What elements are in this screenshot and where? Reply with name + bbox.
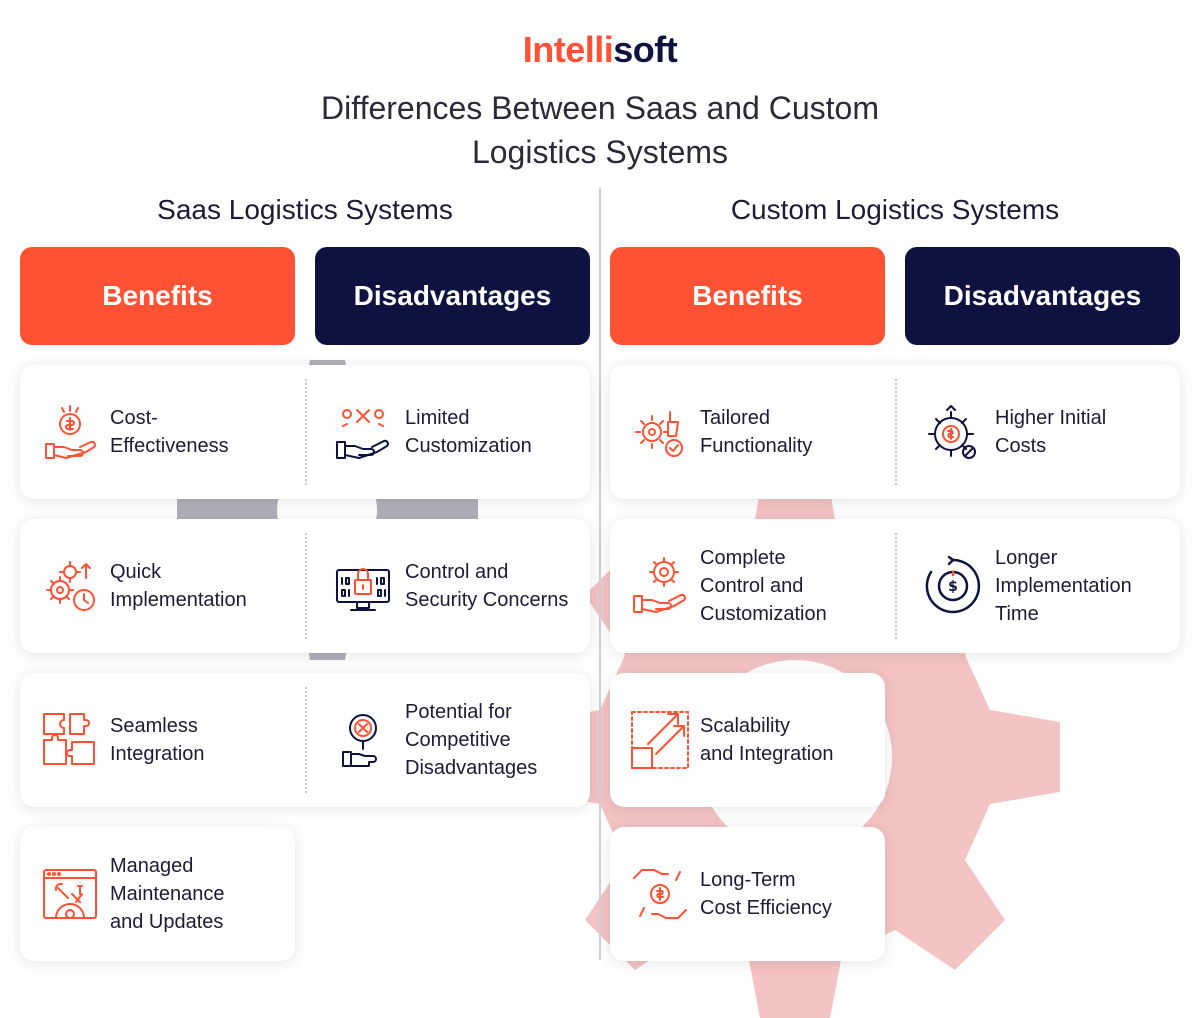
benefit-label: Scalability and Integration xyxy=(700,715,834,765)
saas-disadvantage-limited-customization: Limited Customization xyxy=(305,365,590,499)
row-divider xyxy=(895,379,897,485)
custom-benefit-scalability: Scalability and Integration xyxy=(610,673,895,807)
benefit-label: Cost- Effectiveness xyxy=(110,407,229,457)
page-title: Differences Between Saas and Custom Logi… xyxy=(321,90,879,170)
saas-benefit-quick-implementation: Quick Implementation xyxy=(20,519,305,653)
hand-gear-icon xyxy=(630,556,690,616)
benefit-label: Quick Implementation xyxy=(110,561,247,611)
disadvantage-label: Control and Security Concerns xyxy=(405,561,569,611)
scale-arrows-icon xyxy=(630,710,690,770)
puzzle-icon xyxy=(40,710,100,770)
logo-part-intelli: Intelli xyxy=(522,29,614,70)
custom-benefits-header: Benefits xyxy=(610,247,885,345)
saas-section-title: Saas Logistics Systems xyxy=(157,194,453,225)
benefit-label: Tailored Functionality xyxy=(700,407,813,457)
disadvantage-label: Higher Initial Costs xyxy=(995,407,1107,457)
custom-row-4: Long-Term Cost Efficiency xyxy=(610,827,885,961)
gears-clock-icon xyxy=(40,556,100,616)
saas-benefit-managed-maintenance: Managed Maintenance and Updates xyxy=(20,827,305,961)
custom-row-2: Complete Control and Customization $ Lon… xyxy=(610,519,1180,653)
saas-disadvantage-control-security: Control and Security Concerns xyxy=(305,519,590,653)
saas-disadvantages-header: Disadvantages xyxy=(315,247,590,345)
disadvantage-label: Longer Implementation Time xyxy=(995,547,1132,625)
custom-benefit-complete-control: Complete Control and Customization xyxy=(610,519,895,653)
benefit-label: Managed Maintenance and Updates xyxy=(110,855,225,933)
row-divider xyxy=(305,379,307,485)
saas-row-1: Cost- Effectiveness Limited Customizatio… xyxy=(20,365,590,499)
row-divider xyxy=(895,533,897,639)
intellisoft-logo: Intellisoft xyxy=(0,30,1200,70)
custom-benefit-tailored-functionality: Tailored Functionality xyxy=(610,365,895,499)
custom-benefit-long-term-cost: Long-Term Cost Efficiency xyxy=(610,827,895,961)
custom-disadvantages-header: Disadvantages xyxy=(905,247,1180,345)
center-divider xyxy=(599,188,601,960)
gear-thumb-icon xyxy=(630,402,690,462)
benefit-label: Long-Term Cost Efficiency xyxy=(700,869,832,919)
disadvantage-label: Potential for Competitive Disadvantages xyxy=(405,701,538,779)
benefit-label: Complete Control and Customization xyxy=(700,547,827,625)
hand-gear-cross-icon xyxy=(333,402,393,462)
disadvantage-label: Limited Customization xyxy=(405,407,532,457)
saas-row-4: Managed Maintenance and Updates xyxy=(20,827,295,961)
browser-tools-icon xyxy=(40,864,100,924)
custom-disadvantage-longer-time: $ Longer Implementation Time xyxy=(895,519,1180,653)
hands-coin-icon xyxy=(630,864,690,924)
saas-disadvantage-competitive: Potential for Competitive Disadvantages xyxy=(305,673,590,807)
row-divider xyxy=(305,533,307,639)
dollar-timer-icon: $ xyxy=(923,556,983,616)
saas-benefit-cost-effectiveness: Cost- Effectiveness xyxy=(20,365,305,499)
saas-row-2: Quick Implementation Control and Securit… xyxy=(20,519,590,653)
benefit-label: Seamless Integration xyxy=(110,715,205,765)
logo-part-soft: soft xyxy=(613,29,678,70)
custom-row-1: Tailored Functionality Higher Initial Co… xyxy=(610,365,1180,499)
saas-row-3: Seamless Integration Potential for Compe… xyxy=(20,673,590,807)
svg-text:$: $ xyxy=(948,579,958,595)
saas-benefit-seamless-integration: Seamless Integration xyxy=(20,673,305,807)
gear-dollar-up-icon xyxy=(923,402,983,462)
custom-row-3: Scalability and Integration xyxy=(610,673,885,807)
custom-disadvantage-higher-costs: Higher Initial Costs xyxy=(895,365,1180,499)
hand-coin-icon xyxy=(40,402,100,462)
custom-section-title: Custom Logistics Systems xyxy=(730,194,1060,225)
row-divider xyxy=(305,687,307,793)
monitor-lock-icon xyxy=(333,556,393,616)
magnifier-cross-icon xyxy=(333,710,393,770)
saas-benefits-header: Benefits xyxy=(20,247,295,345)
